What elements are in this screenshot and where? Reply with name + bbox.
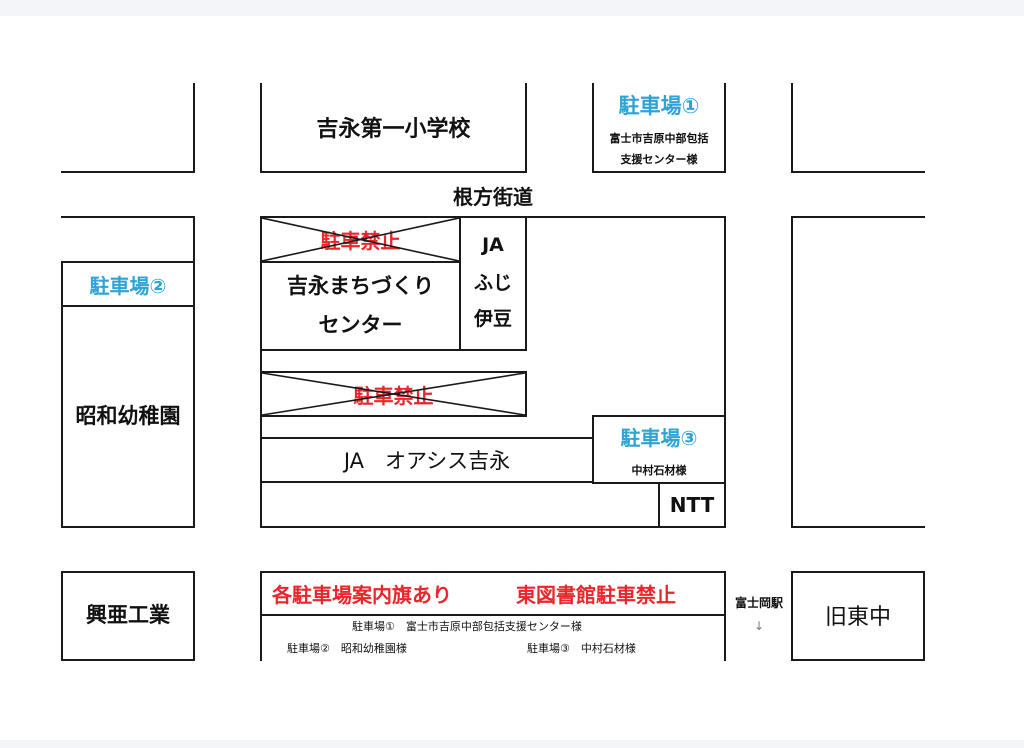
- machizukuri-line1: 吉永まちづくり: [287, 274, 434, 298]
- kindergarten-label: 昭和幼稚園: [75, 404, 181, 428]
- ja-fuji-izu-line3: 伊豆: [473, 307, 512, 330]
- machizukuri-center-box: [260, 261, 461, 351]
- no-parking-area-1: 駐車禁止: [260, 216, 461, 263]
- parking1-right-edge: [724, 83, 726, 173]
- notice-row1: 駐車場① 富士市吉原中部包括支援センター様: [352, 620, 582, 633]
- parking1-line1: 富士市吉原中部包括: [609, 132, 709, 145]
- notice-headline-right: 東図書館駐車禁止: [516, 582, 676, 607]
- no-parking-area-2: 駐車禁止: [260, 371, 527, 417]
- ntt-label: NTT: [669, 493, 715, 517]
- parking1-title: 駐車場①: [618, 94, 700, 118]
- ja-fuji-izu-line2: ふじ: [473, 271, 512, 294]
- notice-top-edge: [260, 571, 726, 573]
- notice-right-edge: [724, 571, 726, 661]
- bottom-band: [0, 740, 1024, 748]
- right-block-bottom-edge: [791, 526, 925, 528]
- parking3-box: [592, 415, 726, 484]
- left-block-top-edge: [61, 216, 195, 218]
- school-right-edge: [525, 83, 527, 173]
- ja-fuji-izu-box: [459, 216, 527, 351]
- ja-oasis-label: JA オアシス吉永: [343, 449, 511, 473]
- road-label: 根方街道: [453, 184, 533, 209]
- kyu-higashi-chu-label: 旧東中: [824, 605, 891, 630]
- parking1-left-edge: [592, 83, 594, 173]
- parking3-sub: 中村石材様: [631, 464, 687, 477]
- notice-row2-left: 駐車場② 昭和幼稚園様: [287, 642, 407, 655]
- koa-kogyo-box: [61, 571, 195, 661]
- notice-row2-right: 駐車場③ 中村石材様: [527, 642, 636, 655]
- school-label: 吉永第一小学校: [316, 117, 471, 142]
- station-label: 富士岡駅: [734, 595, 783, 610]
- cross-icon: [262, 373, 525, 415]
- kyu-higashi-chu-box: [791, 571, 925, 661]
- left-block-right-edge: [193, 216, 195, 261]
- notice-headline-left: 各駐車場案内旗あり: [272, 582, 452, 607]
- block-top-right-bottom-edge: [791, 171, 925, 173]
- ntt-box: [658, 482, 726, 528]
- kindergarten-box: [61, 305, 195, 528]
- school-bottom-edge: [260, 171, 527, 173]
- parking3-title: 駐車場③: [620, 425, 698, 450]
- parking1-bottom-edge: [592, 171, 726, 173]
- ja-fuji-izu-line1: JA: [482, 234, 504, 256]
- no-parking-label-2: 駐車禁止: [353, 383, 434, 408]
- notice-left-edge: [260, 571, 262, 661]
- parking2-title: 駐車場②: [89, 273, 167, 298]
- block-top-left-right-edge: [193, 83, 195, 173]
- notice-divider: [260, 614, 726, 616]
- koa-kogyo-label: 興亜工業: [86, 603, 170, 627]
- right-block-left-edge: [791, 216, 793, 528]
- cross-icon: [262, 218, 459, 261]
- parking1-line2: 支援センター様: [620, 153, 698, 166]
- block-top-left-bottom-edge: [61, 171, 195, 173]
- top-band: [0, 0, 1024, 16]
- down-arrow-icon: ↓: [753, 619, 765, 633]
- school-left-edge: [260, 83, 262, 173]
- block-top-right-left-edge: [791, 83, 793, 173]
- right-block-top-edge: [791, 216, 925, 218]
- machizukuri-line2: センター: [318, 313, 403, 337]
